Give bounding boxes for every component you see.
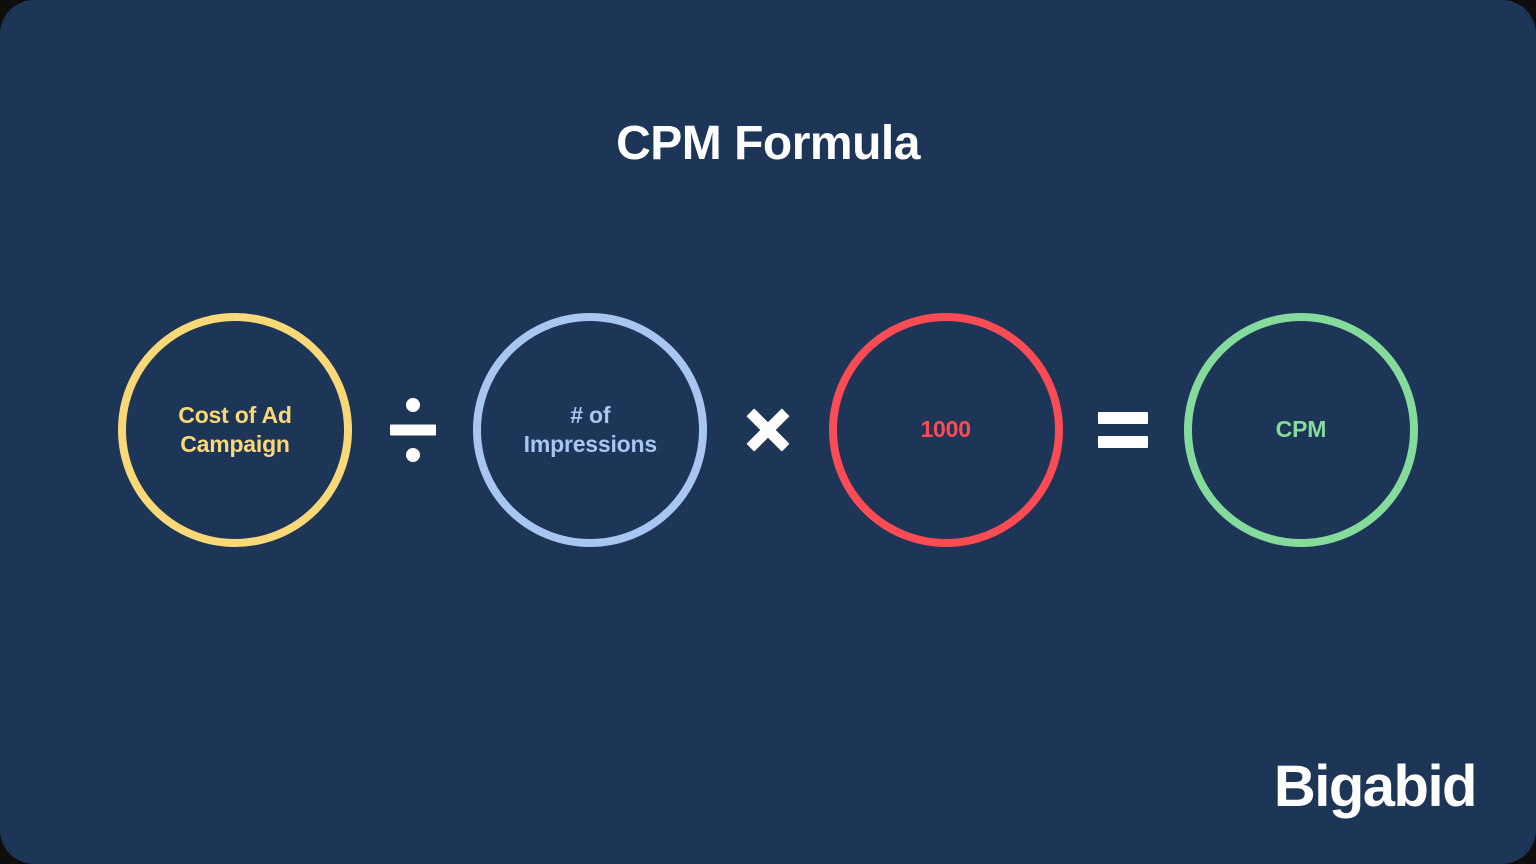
- operator-divide: [377, 380, 449, 480]
- equals-icon: [1098, 412, 1149, 448]
- bigabid-logo: Bigabid: [1273, 754, 1478, 819]
- formula-node-cpm-result: CPM: [1183, 313, 1418, 547]
- formula-node-thousand: 1000: [828, 313, 1063, 547]
- operator-multiply: [732, 380, 804, 480]
- formula-node-cost-of-ad-campaign: Cost of Ad Campaign: [118, 313, 352, 547]
- formula-node-label: # of Impressions: [523, 401, 657, 457]
- operator-equals: [1087, 380, 1159, 480]
- divide-icon-bar: [389, 424, 436, 436]
- formula-node-label: 1000: [920, 416, 971, 443]
- cpm-formula-row: Cost of Ad Campaign # of Impressions 100…: [118, 305, 1418, 555]
- formula-node-number-of-impressions: # of Impressions: [473, 313, 708, 547]
- page-title: CPM Formula: [616, 117, 920, 170]
- formula-node-label: Cost of Ad Campaign: [178, 401, 292, 457]
- divide-icon: [389, 396, 436, 464]
- equals-icon-bar-bottom: [1098, 436, 1149, 448]
- multiply-icon: [745, 407, 791, 453]
- equals-icon-bar-top: [1098, 412, 1149, 424]
- formula-node-label: CPM: [1275, 416, 1327, 443]
- divide-icon-dot-top: [405, 398, 420, 412]
- divide-icon-dot-bottom: [405, 448, 420, 462]
